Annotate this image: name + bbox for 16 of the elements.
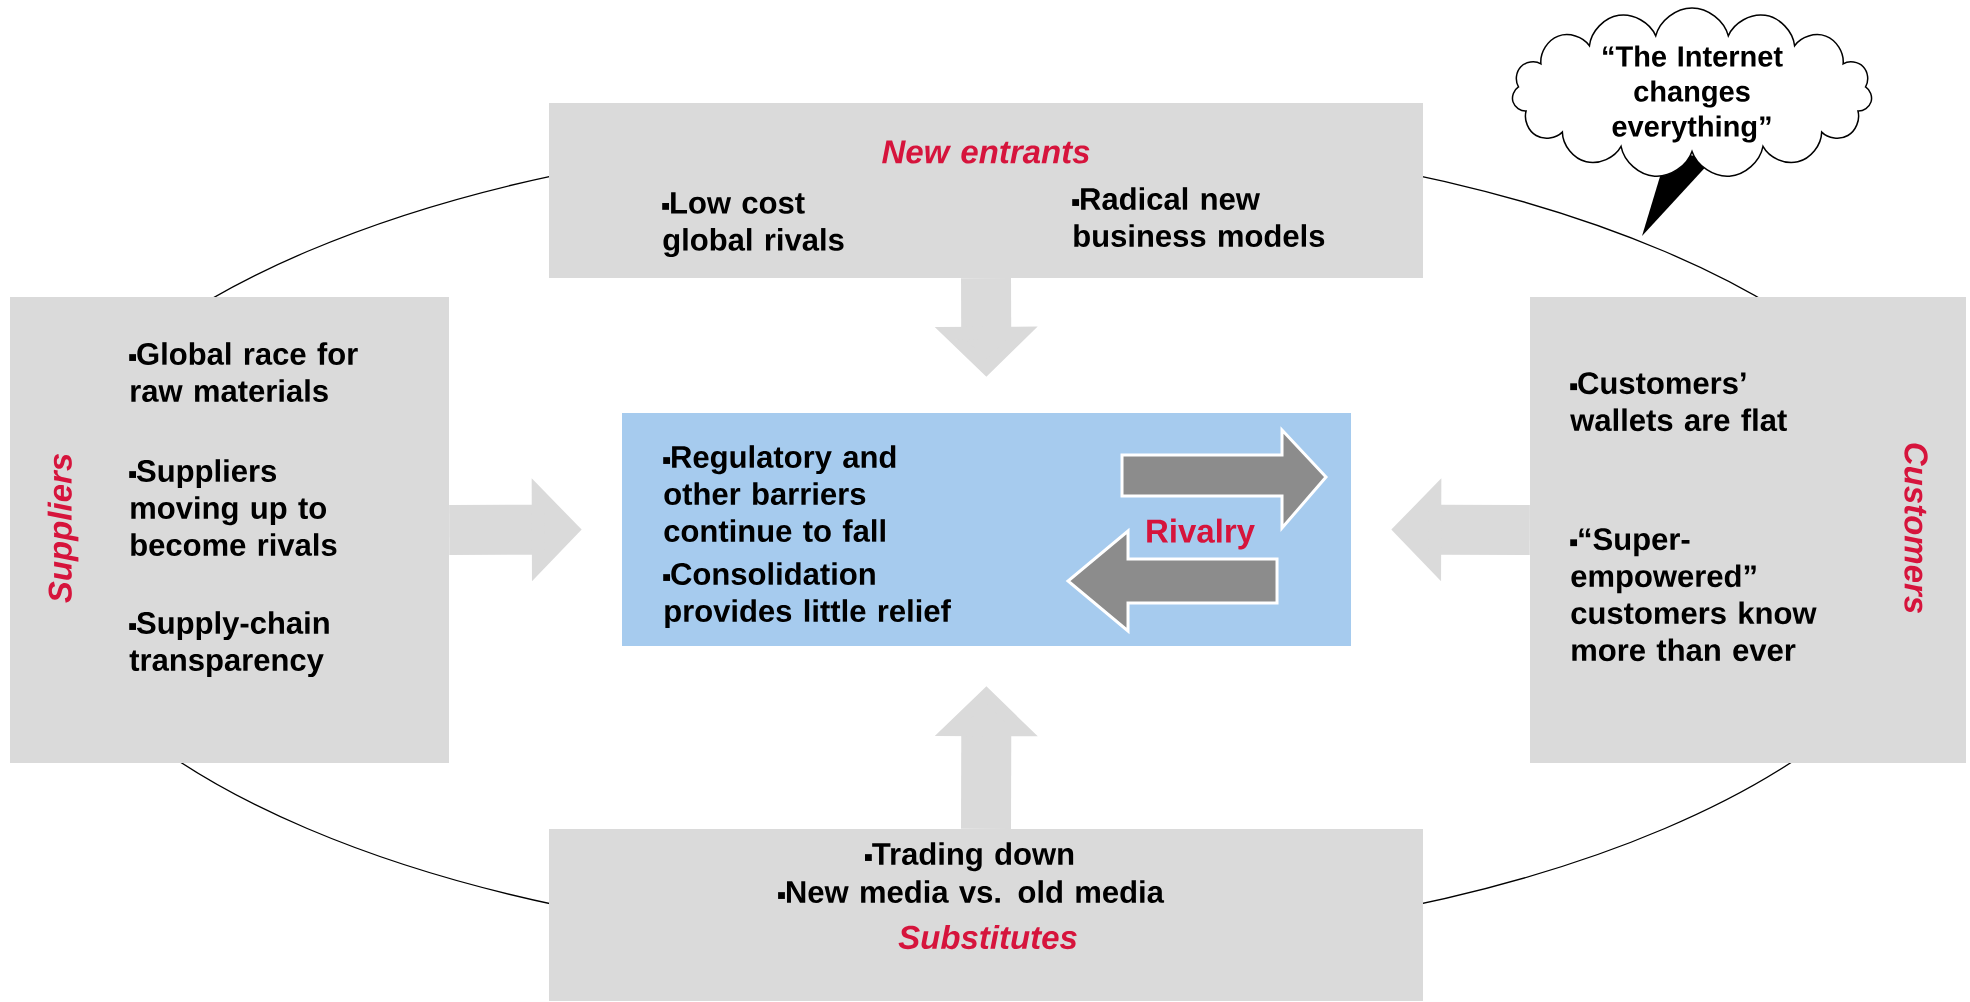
heading: Customers xyxy=(1904,443,1928,614)
bullet-text: Regulatory and other barriers continue to fall xyxy=(663,445,896,542)
bullet-text: Consolidation provides little relief xyxy=(663,562,951,629)
bullet-text: Radical new business models xyxy=(1072,187,1325,247)
heading: Suppliers xyxy=(47,453,79,603)
rivalry-label: Rivalry xyxy=(1147,518,1255,550)
bullet-text: Customers’ wallets are flat xyxy=(1570,372,1787,432)
heading: Substitutes xyxy=(898,924,1077,950)
bullet-text: Trading down xyxy=(865,842,1074,872)
bullet-text: New media vs. old media xyxy=(778,880,1165,903)
bullet-text: Supply-chain transparency xyxy=(129,611,329,678)
bullet-text: Low cost global rivals xyxy=(662,192,844,258)
bullet-text: Suppliers moving up to become rivals xyxy=(129,459,337,556)
bullet-text: “Super-empowered” customers know more than ever xyxy=(1570,528,1817,662)
heading: New entrants xyxy=(882,140,1090,164)
bullet-text: Global race for raw materials xyxy=(129,342,358,402)
